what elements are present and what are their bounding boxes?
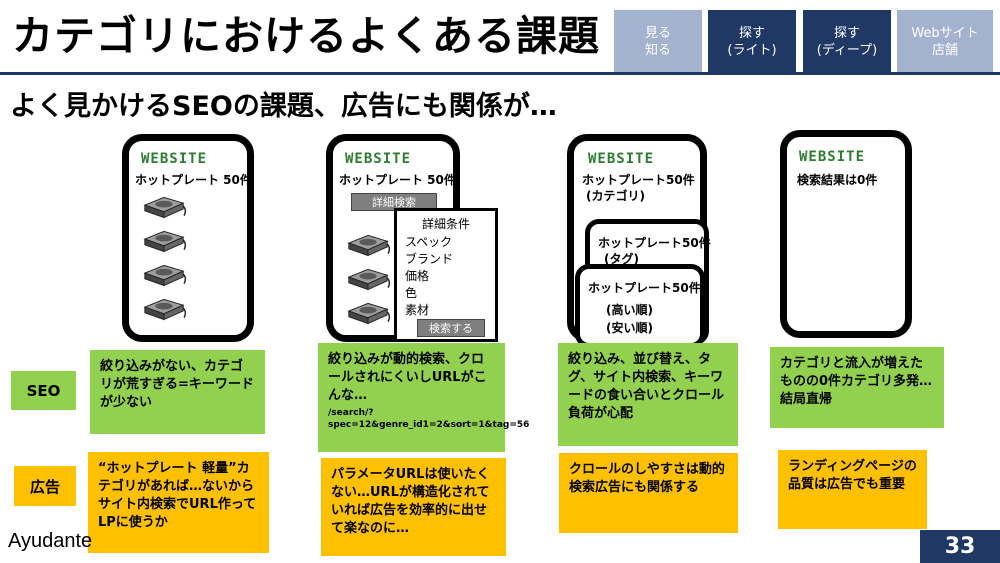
page-number: 33 xyxy=(920,530,1000,563)
result-count: 検索結果は0件 xyxy=(797,173,878,187)
mockup-category-no-filter: WEBSITE ホットプレート 50件 xyxy=(122,134,254,342)
site-logo: WEBSITE xyxy=(588,151,655,167)
nav-tab-line2: 知る xyxy=(644,43,671,58)
nav-tab-search-light[interactable]: 探す (ライト) xyxy=(708,10,796,74)
ad-note-3: クロールのしやすさは動的検索広告にも関係する xyxy=(559,453,738,533)
seo-note-3: 絞り込み、並び替え、タグ、サイト内検索、キーワードの食い合いとクロール負荷が心配 xyxy=(558,343,738,446)
hot-plate-icon xyxy=(348,234,391,257)
result-count: ホットプレート 50件 xyxy=(339,173,456,187)
result-count: ホットプレート50件 xyxy=(588,281,701,295)
hot-plate-icon xyxy=(144,196,187,219)
sort-high-label: (高い順) xyxy=(606,303,653,317)
result-count: ホットプレート50件 xyxy=(598,236,711,250)
nav-tab-line2: (ディープ) xyxy=(816,43,878,58)
sort-low-label: (安い順) xyxy=(606,321,653,335)
filter-option-price[interactable]: 価格 xyxy=(405,269,430,283)
nav-tab-see-know[interactable]: 見る 知る xyxy=(614,10,702,74)
seo-note-1: 絞り込みがない、カテゴリが荒すぎる=キーワードが少ない xyxy=(90,350,265,434)
note-url: /search/?spec=12&genre_id1=2&sort=1&tag=… xyxy=(328,408,530,430)
note-text: クロールのしやすさは動的検索広告にも関係する xyxy=(569,462,725,495)
nav-tab-website-store[interactable]: Webサイト 店舗 xyxy=(897,10,993,74)
filter-option-brand[interactable]: ブランド xyxy=(405,252,454,266)
filter-option-spec[interactable]: スペック xyxy=(405,235,453,249)
ad-note-1: “ホットプレート 軽量”カテゴリがあれば…ないからサイト内検索でURL作ってLP… xyxy=(88,452,269,553)
seo-note-2: 絞り込みが動的検索、クロールされにくいしURLがこんな… /search/?sp… xyxy=(318,343,530,452)
search-submit-button[interactable]: 検索する xyxy=(417,319,485,337)
page-type-label: (タグ) xyxy=(604,252,639,266)
note-text: “ホットプレート 軽量”カテゴリがあれば…ないからサイト内検索でURL作ってLP… xyxy=(98,461,257,530)
nav-tab-line2: 店舗 xyxy=(931,43,958,58)
row-label-ads: 広告 xyxy=(14,466,76,506)
nav-tab-search-deep[interactable]: 探す (ディープ) xyxy=(803,10,891,74)
row-label-seo: SEO xyxy=(11,371,76,410)
nav-tab-line1: Webサイト xyxy=(911,26,979,41)
note-text: 絞り込みが動的検索、クロールされにくいしURLがこんな… xyxy=(328,352,487,403)
ad-note-4: ランディングページの品質は広告でも重要 xyxy=(778,450,927,529)
site-logo: WEBSITE xyxy=(345,151,412,167)
result-count: ホットプレート50件 xyxy=(582,173,695,187)
slide-subtitle: よく見かけるSEOの課題、広告にも関係が… xyxy=(10,91,557,122)
hot-plate-icon xyxy=(144,264,187,287)
ad-note-2: パラメータURLは使いたくない…URLが構造化されていれば広告を効率的に出せて楽… xyxy=(321,458,506,556)
nav-tab-line1: 見る xyxy=(644,26,671,41)
hot-plate-icon xyxy=(348,268,391,291)
popup-title: 詳細条件 xyxy=(421,217,470,231)
page-title: カテゴリにおけるよくある課題 xyxy=(12,12,600,60)
brand-logo: Ayudante xyxy=(8,530,93,552)
hot-plate-icon xyxy=(144,298,187,321)
mockup-zero-results: WEBSITE 検索結果は0件 xyxy=(780,130,912,338)
page-type-label: (カテゴリ) xyxy=(586,189,645,203)
site-logo: WEBSITE xyxy=(799,149,866,165)
result-count: ホットプレート 50件 xyxy=(135,173,252,187)
hot-plate-icon xyxy=(348,302,391,325)
note-text: パラメータURLは使いたくない…URLが構造化されていれば広告を効率的に出せて楽… xyxy=(331,467,490,536)
site-logo: WEBSITE xyxy=(141,151,208,167)
seo-note-4: カテゴリと流入が増えたものの0件カテゴリ多発…結局直帰 xyxy=(770,347,944,428)
title-divider xyxy=(0,72,1000,75)
nav-tab-line2: (ライト) xyxy=(727,43,777,58)
note-text: カテゴリと流入が増えたものの0件カテゴリ多発…結局直帰 xyxy=(780,356,933,407)
detail-conditions-popup: 詳細条件 スペック ブランド 価格 色 素材 検索する xyxy=(394,208,498,342)
nav-tab-line1: 探す xyxy=(833,26,860,41)
filter-option-color[interactable]: 色 xyxy=(405,286,418,300)
nav-tab-line1: 探す xyxy=(738,26,765,41)
note-text: ランディングページの品質は広告でも重要 xyxy=(788,459,917,492)
mockup-sort-page: ホットプレート50件 (高い順) (安い順) xyxy=(575,264,705,348)
note-text: 絞り込みがない、カテゴリが荒すぎる=キーワードが少ない xyxy=(100,359,254,410)
hot-plate-icon xyxy=(144,230,187,253)
filter-option-material[interactable]: 素材 xyxy=(405,303,430,317)
note-text: 絞り込み、並び替え、タグ、サイト内検索、キーワードの食い合いとクロール負荷が心配 xyxy=(568,352,725,421)
